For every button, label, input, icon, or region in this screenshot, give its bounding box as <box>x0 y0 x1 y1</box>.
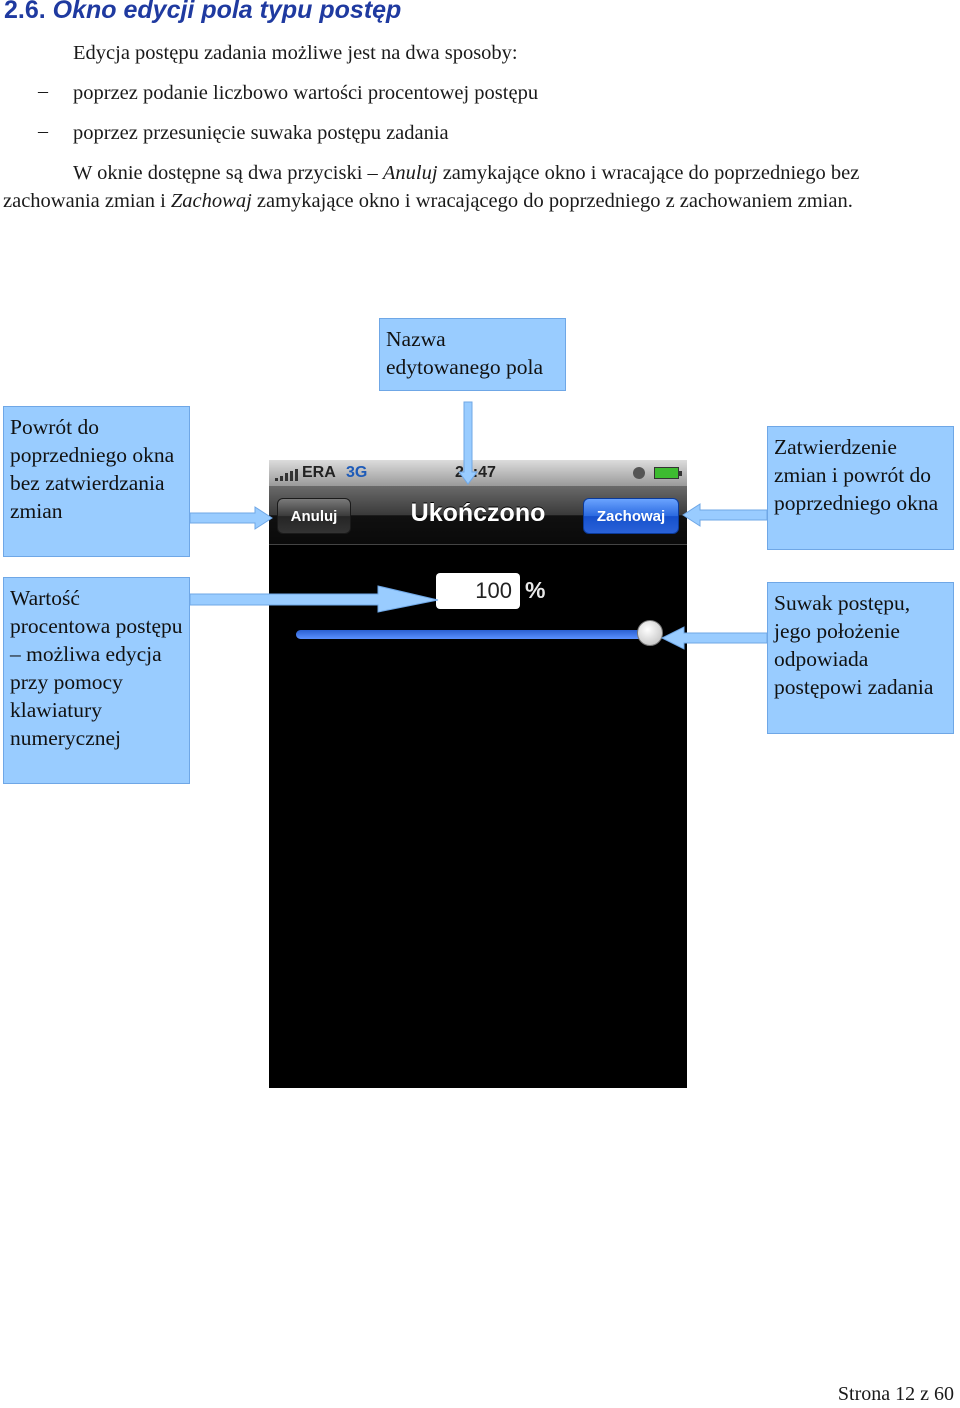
zachowaj-term: Zachowaj <box>170 189 252 212</box>
phone-screenshot: ERA 3G 21:47 Ukończono Anuluj Zachowaj 1… <box>269 460 687 1088</box>
carrier-name: ERA <box>302 464 336 481</box>
callout-confirm: Zatwierdzenie zmian i powrót do poprzedn… <box>767 426 954 550</box>
progress-slider[interactable] <box>296 620 663 646</box>
signal-icon <box>275 469 299 481</box>
bullet-item: poprzez podanie liczbowo wartości procen… <box>73 82 539 104</box>
callout-value: Wartość procentowa postępu – możliwa edy… <box>3 577 190 784</box>
callout-back: Powrót do poprzedniego okna bez zatwierd… <box>3 406 190 557</box>
paragraph-text: zamykające okno i wracające do poprzedni… <box>3 162 860 212</box>
intro-text: Edycja postępu zadania możliwe jest na d… <box>73 42 518 64</box>
callout-field-name: Nazwa edytowanego pola <box>379 318 566 391</box>
save-button[interactable]: Zachowaj <box>583 498 679 534</box>
section-number: 2.6. <box>4 0 46 24</box>
slider-thumb[interactable] <box>637 620 663 646</box>
arrow-left <box>682 503 768 527</box>
section-heading: 2.6. Okno edycji pola typu postęp <box>4 0 401 25</box>
paragraph-text: W oknie dostępne są dwa przyciski – <box>73 162 383 184</box>
navigation-bar: Ukończono Anuluj Zachowaj <box>269 486 687 545</box>
nav-title: Ukończono <box>410 499 546 527</box>
arrow-right <box>189 585 439 613</box>
arrow-right <box>189 506 273 530</box>
callout-slider: Suwak postępu, jego położenie odpowiada … <box>767 582 954 734</box>
paragraph-text: zamykające okno i wracającego do poprzed… <box>251 189 853 212</box>
network-type: 3G <box>346 464 368 481</box>
anuluj-term: Anuluj <box>382 162 438 184</box>
progress-value-input[interactable]: 100 <box>436 573 520 609</box>
page-footer: Strona 12 z 60 <box>837 1383 954 1405</box>
section-title: Okno edycji pola typu postęp <box>52 0 402 24</box>
percent-sign: % <box>525 577 546 603</box>
buttons-paragraph: W oknie dostępne są dwa przyciski – Anul… <box>3 160 959 215</box>
bullet-marker: – <box>38 120 48 142</box>
arrow-left <box>660 626 768 650</box>
arrow-down <box>458 401 478 485</box>
bullet-item: poprzez przesunięcie suwaka postępu zada… <box>73 122 449 144</box>
alarm-icon <box>633 467 645 479</box>
battery-icon <box>654 467 682 479</box>
slider-track <box>296 630 662 639</box>
bullet-marker: – <box>38 80 48 102</box>
cancel-button[interactable]: Anuluj <box>277 498 351 534</box>
